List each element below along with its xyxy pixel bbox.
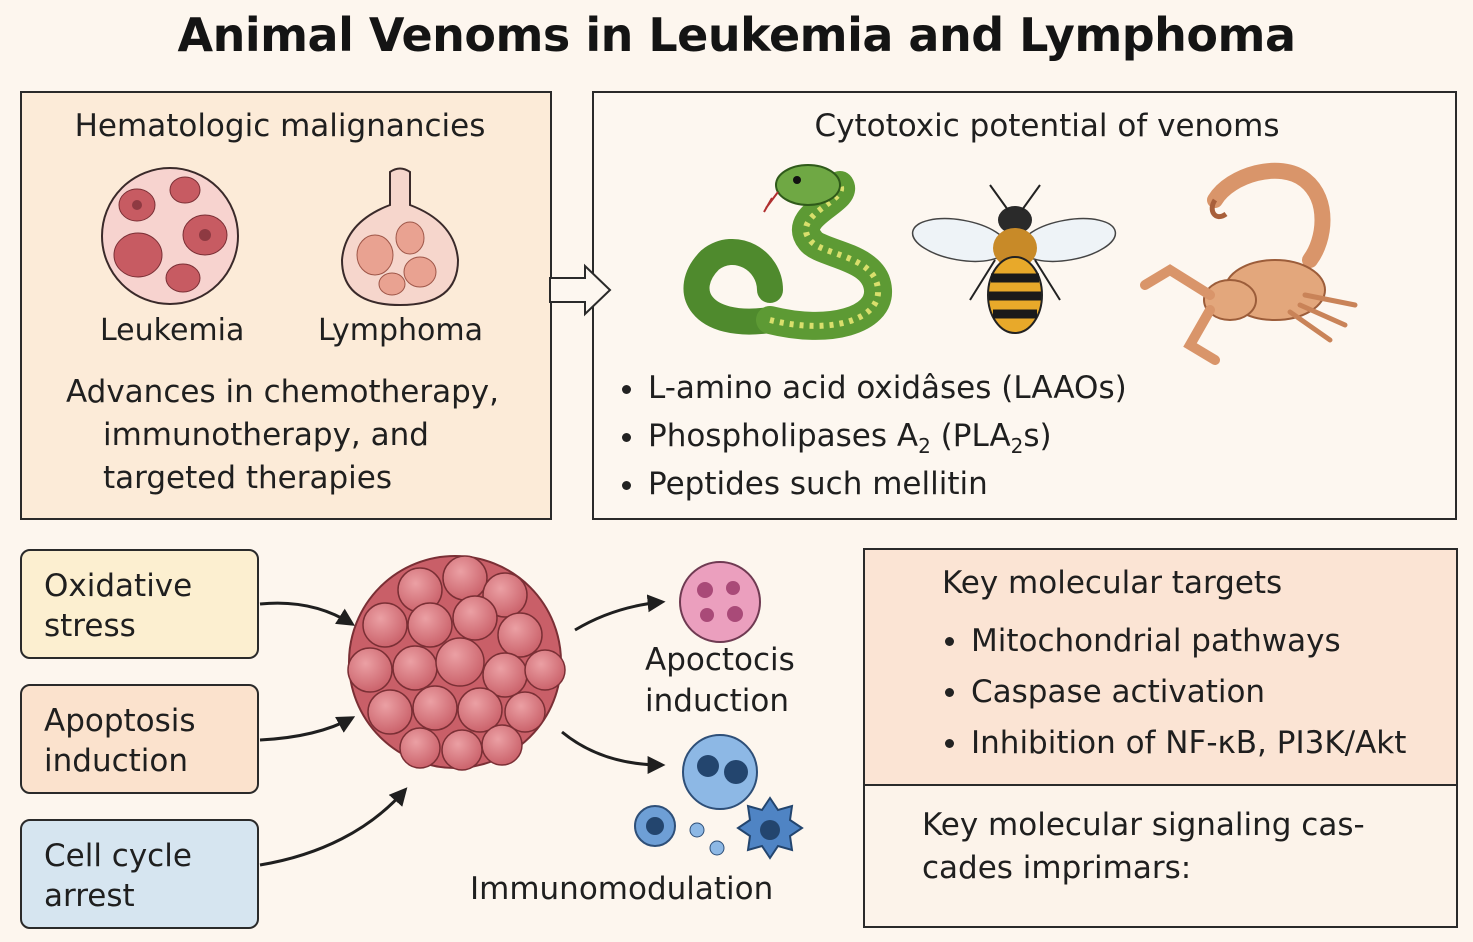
venom-item-peptides: Peptides such mellitin — [620, 460, 1127, 508]
oxidative-stress-line-1: Oxidative — [44, 568, 193, 604]
targets-heading: Key molecular targets — [942, 565, 1283, 601]
apoptosis-induction-line-1: Apoptosis — [44, 703, 196, 739]
apoptosis-induction-arrow — [259, 716, 356, 742]
panel-connector-arrow — [549, 263, 612, 317]
target-item: Mitochondrial pathways — [943, 616, 1406, 667]
cascades-line-1: Key molecular signaling cas- — [922, 807, 1365, 843]
target-item: Caspase activation — [943, 667, 1406, 718]
apoptotic-cell-icon — [679, 561, 761, 643]
scorpion-icon — [1140, 162, 1358, 365]
to-apoptosis-arrow — [574, 594, 666, 632]
leukemia-label: Leukemia — [100, 313, 245, 348]
lymphoma-label: Lymphoma — [318, 313, 483, 348]
hematologic-malignancies-panel — [20, 91, 552, 520]
molecular-targets-panel — [863, 548, 1458, 928]
immunomodulation-label: Immunomodulation — [470, 871, 774, 907]
tumor-cell-cluster-icon — [347, 555, 566, 771]
advances-line-2: immunotherapy, and — [103, 417, 429, 453]
page-title: Animal Venoms in Leukemia and Lymphoma — [177, 8, 1296, 62]
bee-icon — [911, 184, 1117, 334]
cell-cycle-arrow — [259, 787, 408, 867]
to-immunomodulation-arrow — [561, 730, 666, 774]
cascades-line-2: cades imprimars: — [922, 850, 1192, 886]
advances-line-1: Advances in chemotherapy, — [66, 374, 499, 410]
oxidative-stress-box: Oxidative stress — [20, 549, 259, 659]
cell-cycle-arrest-box: Cell cycle arrest — [20, 819, 259, 929]
apoptosis-induction-box: Apoptosis induction — [20, 684, 259, 794]
oxidative-stress-arrow — [259, 601, 356, 626]
advances-line-3: targeted therapies — [103, 460, 392, 496]
cell-cycle-arrest-line-2: arrest — [44, 878, 135, 914]
leukemia-cells-icon — [101, 167, 239, 305]
signaling-cascades-section — [865, 786, 1456, 926]
lymphoma-node-icon — [340, 167, 460, 307]
cell-cycle-arrest-line-1: Cell cycle — [44, 838, 192, 874]
cytotoxic-heading: Cytotoxic potential of venoms — [814, 108, 1280, 144]
venom-item-pla2: Phospholipases A2 (PLA2s) — [620, 412, 1127, 460]
targets-list: Mitochondrial pathways Caspase activatio… — [943, 616, 1406, 769]
apoptosis-outcome-line-1: Apoctocis — [645, 642, 795, 678]
hematologic-heading: Hematologic malignancies — [74, 108, 486, 144]
target-item: Inhibition of NF-κB, PI3K/Akt — [943, 718, 1406, 769]
targets-divider — [865, 784, 1456, 786]
venom-components-list: L-amino acid oxidâses (LAAOs) Phospholip… — [620, 364, 1127, 508]
venom-item-laao: L-amino acid oxidâses (LAAOs) — [620, 364, 1127, 412]
apoptosis-outcome-line-2: induction — [645, 683, 790, 719]
apoptosis-induction-line-2: induction — [44, 743, 189, 779]
immune-cells-icon — [634, 734, 804, 860]
snake-icon — [683, 164, 892, 340]
oxidative-stress-line-2: stress — [44, 608, 136, 644]
